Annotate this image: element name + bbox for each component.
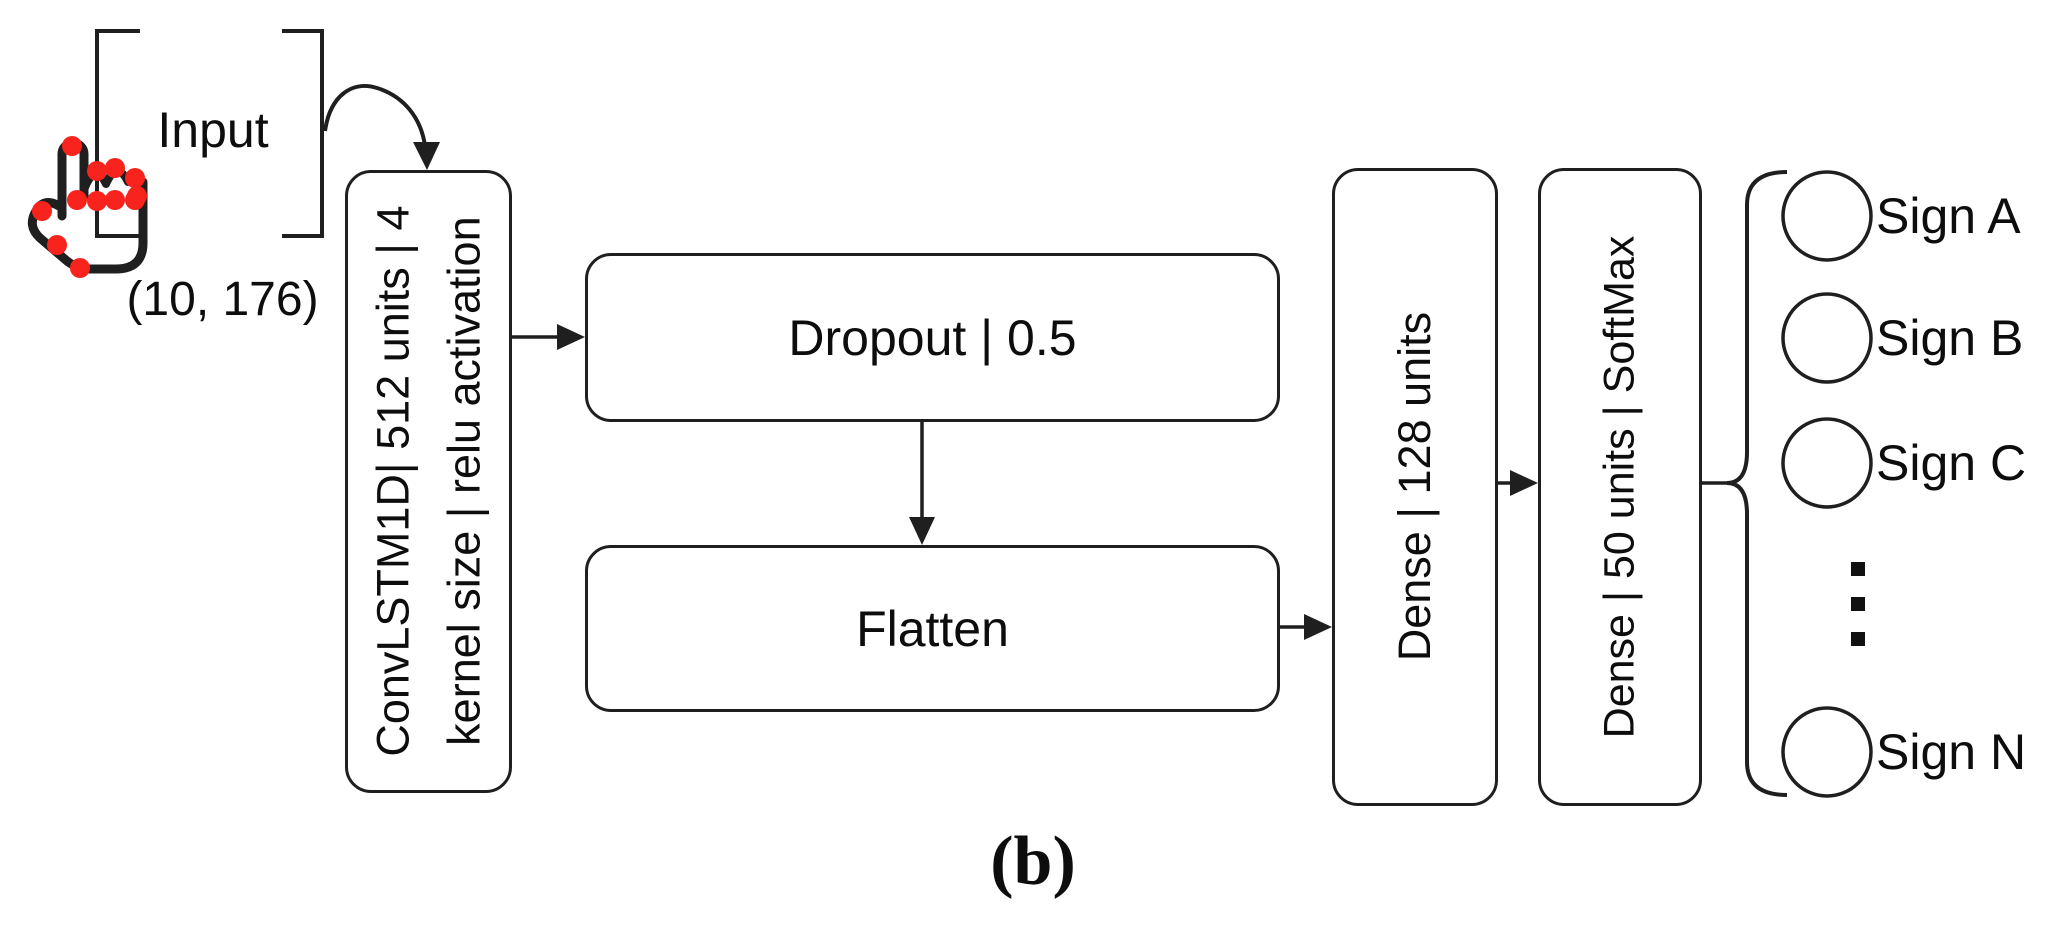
hand-landmarks-icon [27,136,148,278]
figure-caption: (b) [990,823,1076,900]
input-bracket-left [95,29,140,238]
output-node-circle-sign-c [1781,417,1873,509]
input-shape-label: (10, 176) [126,273,319,326]
convlstm-label: ConvLSTM1D| 512 units | 4 kernel size | … [357,206,499,757]
layer-box-flatten: Flatten [585,545,1280,712]
output-label-sign-b: Sign B [1876,310,2024,366]
flatten-label: Flatten [856,600,1009,657]
hand-landmark-dots [32,136,147,278]
output-label-sign-n: Sign N [1876,724,2027,780]
dense1-arrowhead-icon [1304,614,1332,640]
outputs-brace [1726,170,1788,797]
convlstm-label-line1: ConvLSTM1D| 512 units | 4 [367,205,419,758]
input-label: Input [157,102,269,158]
vertical-ellipsis-icon [1851,562,1865,646]
dropout-arrowhead-icon [557,324,585,350]
input-arrowhead-icon [413,142,440,170]
layer-box-dense-128: Dense | 128 units [1332,168,1498,806]
flatten-arrowhead-icon [909,517,935,545]
hand-palm [85,177,148,274]
output-label-sign-c: Sign C [1876,435,2027,491]
layer-box-convlstm: ConvLSTM1D| 512 units | 4 kernel size | … [345,170,512,793]
input-to-convlstm-arrow [323,84,427,147]
convlstm-label-line2: kernel size | relu activation [438,216,490,747]
layer-box-dropout: Dropout | 0.5 [585,253,1280,422]
output-label-sign-a: Sign A [1876,188,2021,244]
dense-128-label: Dense | 128 units [1389,312,1441,662]
layer-box-dense-50: Dense | 50 units | SoftMax [1538,168,1702,806]
dense-50-label: Dense | 50 units | SoftMax [1595,235,1644,739]
dense2-arrowhead-icon [1510,470,1538,496]
input-bracket-right [282,29,324,238]
output-node-circle-sign-b [1781,292,1873,384]
dropout-label: Dropout | 0.5 [788,309,1077,366]
output-node-circle-sign-a [1781,170,1873,262]
output-node-circle-sign-n [1781,706,1873,798]
